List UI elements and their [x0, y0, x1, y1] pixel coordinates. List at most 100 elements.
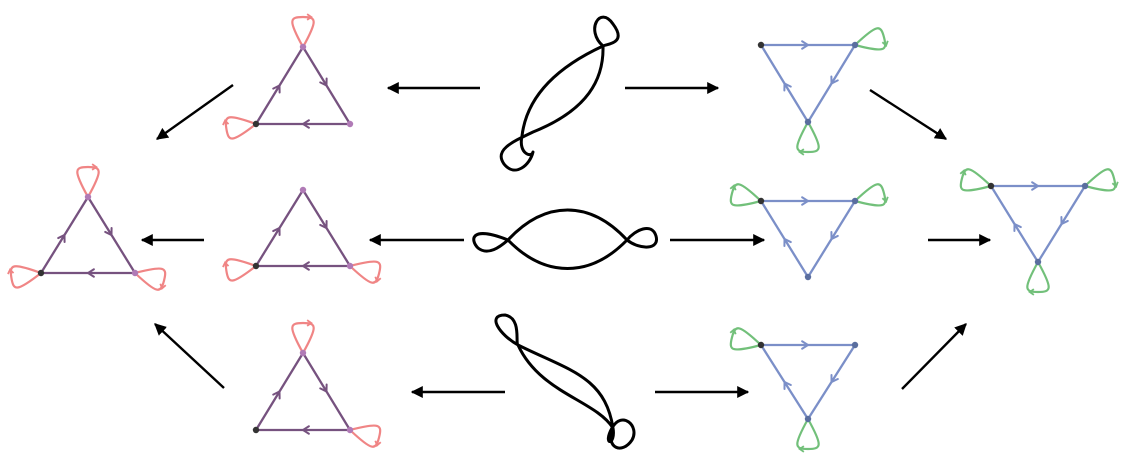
vertex-top-left — [987, 182, 995, 190]
loop-bottom-left-arrow — [7, 267, 15, 275]
vertex-top — [299, 43, 307, 51]
vertex-bottom-right — [346, 120, 354, 128]
vertex-top-right — [851, 41, 859, 49]
loop-top-right-arrow — [881, 40, 889, 48]
vertex-top-right — [1081, 182, 1089, 190]
vertex-top — [84, 193, 92, 201]
left-top-graph — [222, 13, 354, 140]
loop-bottom-right-arrow — [159, 283, 167, 290]
vertex-top-right — [851, 341, 859, 349]
edge-arrow — [830, 374, 839, 384]
loop-bottom-arrow — [798, 148, 805, 156]
edge-arrow — [319, 220, 328, 230]
edge-arrow — [301, 425, 310, 435]
vertex-bottom-left — [252, 426, 260, 434]
edge-arrow — [783, 237, 792, 247]
loop-bottom-left-arrow — [222, 260, 230, 268]
edge-arrow — [801, 196, 810, 206]
arrow-far-left-top — [156, 84, 234, 140]
vertex-bottom-left — [252, 120, 260, 128]
middle-curve — [472, 208, 658, 270]
arrow-far-right-bottom — [901, 323, 967, 390]
loop-top-arrow — [306, 13, 313, 21]
vertex-bottom — [1034, 258, 1042, 266]
edge-arrow — [86, 268, 95, 278]
left-bottom-graph — [252, 319, 382, 448]
loop-top-right-arrow — [1111, 181, 1119, 189]
edge-arrow — [301, 261, 310, 271]
loop-bottom-right-arrow — [374, 440, 382, 447]
right-middle-graph — [729, 183, 889, 281]
loop-bottom-arrow — [798, 445, 805, 453]
far-right-graph — [959, 168, 1119, 296]
edge-arrow — [830, 231, 839, 241]
loop-bottom-left — [224, 116, 257, 140]
loop-bottom-right — [349, 424, 382, 448]
vertex-top — [299, 349, 307, 357]
loop-bottom-left — [224, 258, 257, 282]
edge-arrow — [1013, 222, 1022, 232]
vertex-bottom-left — [252, 262, 260, 270]
right-bottom-graph — [729, 327, 859, 453]
loop-top-left-arrow — [959, 169, 967, 176]
loop-bottom-right — [349, 260, 382, 284]
loop-top-right — [854, 27, 887, 51]
left-middle-graph — [222, 186, 382, 284]
vertex-bottom-right — [346, 262, 354, 270]
graphs — [7, 13, 1119, 453]
curves — [472, 15, 658, 450]
loop-bottom — [796, 418, 820, 451]
loop-top-right-arrow — [881, 196, 889, 204]
loop-bottom-left-arrow — [222, 118, 230, 126]
loop-top-left — [959, 168, 992, 192]
loop-top-left — [729, 327, 762, 351]
vertex-top-left — [757, 341, 765, 349]
edge-arrow — [801, 40, 810, 50]
edge-arrow — [319, 383, 328, 394]
loop-bottom — [1026, 261, 1050, 294]
top-curve — [499, 15, 620, 172]
vertex-top — [299, 186, 307, 194]
arrows — [140, 82, 992, 398]
loop-bottom — [796, 121, 820, 154]
loop-top-arrow — [91, 163, 98, 171]
vertex-bottom-right — [346, 426, 354, 434]
edge-arrow — [57, 233, 66, 243]
loop-top — [291, 321, 315, 354]
edge-arrow — [783, 380, 792, 390]
edge-arrow — [104, 227, 113, 237]
loop-bottom-right — [134, 267, 167, 291]
arrow-far-left-bottom — [154, 323, 225, 389]
right-top-graph — [757, 27, 889, 156]
loop-top — [291, 15, 315, 48]
vertex-bottom — [804, 415, 812, 423]
loop-top-right — [1084, 168, 1117, 192]
vertex-top-left — [757, 197, 765, 205]
vertex-top-right — [851, 197, 859, 205]
edge-arrow — [301, 119, 310, 129]
loop-bottom-arrow — [1028, 288, 1035, 296]
loop-top-left — [729, 183, 762, 207]
edge-arrow — [1060, 216, 1069, 226]
loop-top-right — [854, 183, 887, 207]
vertex-top-left — [757, 41, 765, 49]
loop-top-left-arrow — [729, 184, 737, 191]
loop-top-arrow — [306, 319, 313, 327]
edge-arrow — [272, 83, 281, 94]
vertex-bottom — [804, 273, 812, 281]
arrow-far-right-top — [869, 88, 948, 141]
edge-arrow — [783, 81, 792, 92]
loop-bottom-right-arrow — [374, 276, 382, 283]
bottom-curve — [494, 313, 636, 450]
edge-arrow — [801, 340, 810, 350]
vertex-bottom-left — [37, 269, 45, 277]
edge-arrow — [830, 75, 839, 86]
edge-arrow — [319, 77, 328, 88]
far-left-graph — [7, 163, 167, 291]
loop-bottom-left — [9, 265, 42, 289]
edge-arrow — [272, 226, 281, 236]
loop-top — [76, 165, 100, 198]
edge-arrow — [1031, 181, 1040, 191]
loop-top-left-arrow — [729, 328, 737, 335]
